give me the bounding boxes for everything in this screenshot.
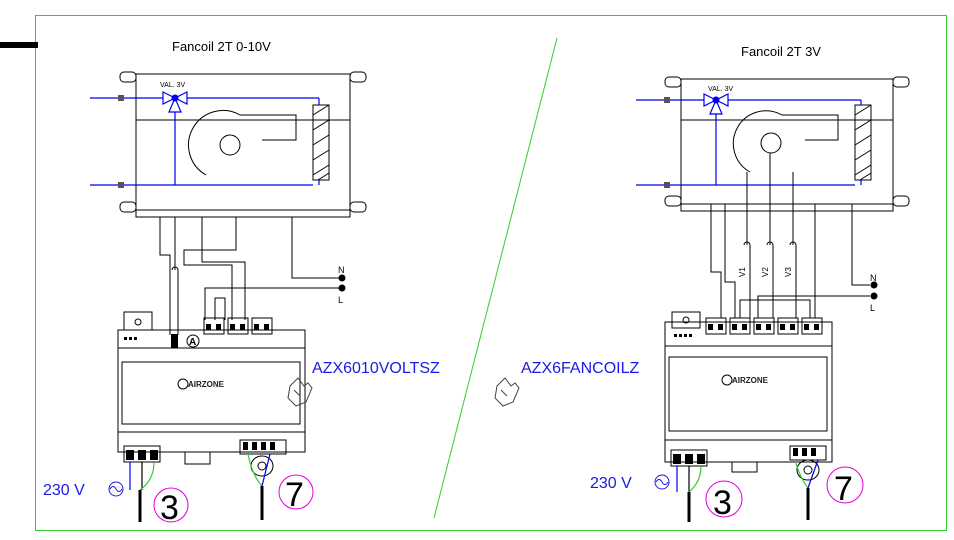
right-power-wiring (676, 465, 702, 522)
svg-text:AIRZONE: AIRZONE (732, 376, 769, 385)
left-callout-bus: 7 (278, 474, 314, 514)
left-blower (188, 110, 297, 176)
right-brand-logo: AIRZONE (721, 374, 769, 386)
left-valve-label: VAL. 3V (160, 82, 185, 89)
right-fancoil-unit (664, 76, 910, 212)
svg-text:7: 7 (285, 476, 304, 514)
left-pipe-fittings (118, 95, 124, 188)
left-fancoil-unit (119, 71, 367, 218)
divider-line (433, 37, 558, 519)
right-controller (664, 311, 833, 473)
left-bus-wiring (247, 453, 274, 520)
right-callout-power: 3 (705, 480, 743, 522)
left-diagram: Fancoil 2T 0-10V (43, 39, 440, 527)
left-a-badge-label: A (189, 337, 196, 348)
right-blower (732, 110, 839, 173)
right-valve-label: VAL. 3V (708, 86, 733, 93)
right-l-terminal (870, 292, 878, 300)
left-coil (312, 104, 330, 181)
left-valve: VAL. 3V (160, 82, 188, 113)
right-speed-v2: V2 (761, 267, 770, 277)
left-n-label: N (338, 265, 345, 275)
left-power-wiring (129, 461, 155, 522)
svg-text:7: 7 (834, 470, 853, 508)
right-coil (854, 104, 872, 181)
left-l-terminal (338, 284, 346, 292)
right-model-label: AZX6FANCOILZ (521, 360, 639, 377)
right-valve: VAL. 3V (703, 86, 733, 115)
left-pipes (90, 97, 320, 186)
ac-sine-icon (654, 474, 670, 490)
left-brand-logo: AIRZONE (177, 378, 225, 390)
ac-sine-icon (108, 481, 124, 497)
left-model-label: AZX6010VOLTSZ (312, 360, 440, 377)
left-callout-power: 3 (153, 487, 189, 527)
right-speed-v1: V1 (738, 267, 747, 277)
right-terminal-dots (673, 324, 819, 464)
left-controller (117, 311, 306, 465)
left-title: Fancoil 2T 0-10V (172, 39, 271, 54)
right-callout-bus: 7 (826, 466, 864, 508)
svg-text:3: 3 (160, 489, 179, 527)
right-wiring (710, 153, 870, 318)
right-title: Fancoil 2T 3V (741, 44, 821, 59)
left-wiring (159, 217, 340, 335)
diagram-frame (35, 15, 947, 531)
right-pipe-fittings (664, 97, 670, 188)
right-supply-label: 230 V (590, 475, 632, 492)
svg-text:3: 3 (713, 484, 732, 522)
left-a-badge (186, 334, 200, 348)
right-n-label: N (870, 273, 877, 283)
pointing-hand-icon (287, 377, 313, 407)
left-terminal-dots (124, 324, 275, 460)
right-speed-v3: V3 (784, 267, 793, 277)
right-bus-wiring (794, 459, 820, 520)
right-pipes (636, 99, 862, 186)
right-n-terminal (870, 281, 878, 289)
left-supply-label: 230 V (43, 482, 85, 499)
pointing-hand-icon (494, 377, 520, 407)
left-marker-bar (0, 42, 38, 48)
right-l-label: L (870, 303, 875, 313)
right-diagram: Fancoil 2T 3V (494, 44, 910, 522)
svg-text:AIRZONE: AIRZONE (188, 380, 225, 389)
left-l-label: L (338, 295, 343, 305)
left-n-terminal (338, 274, 346, 282)
